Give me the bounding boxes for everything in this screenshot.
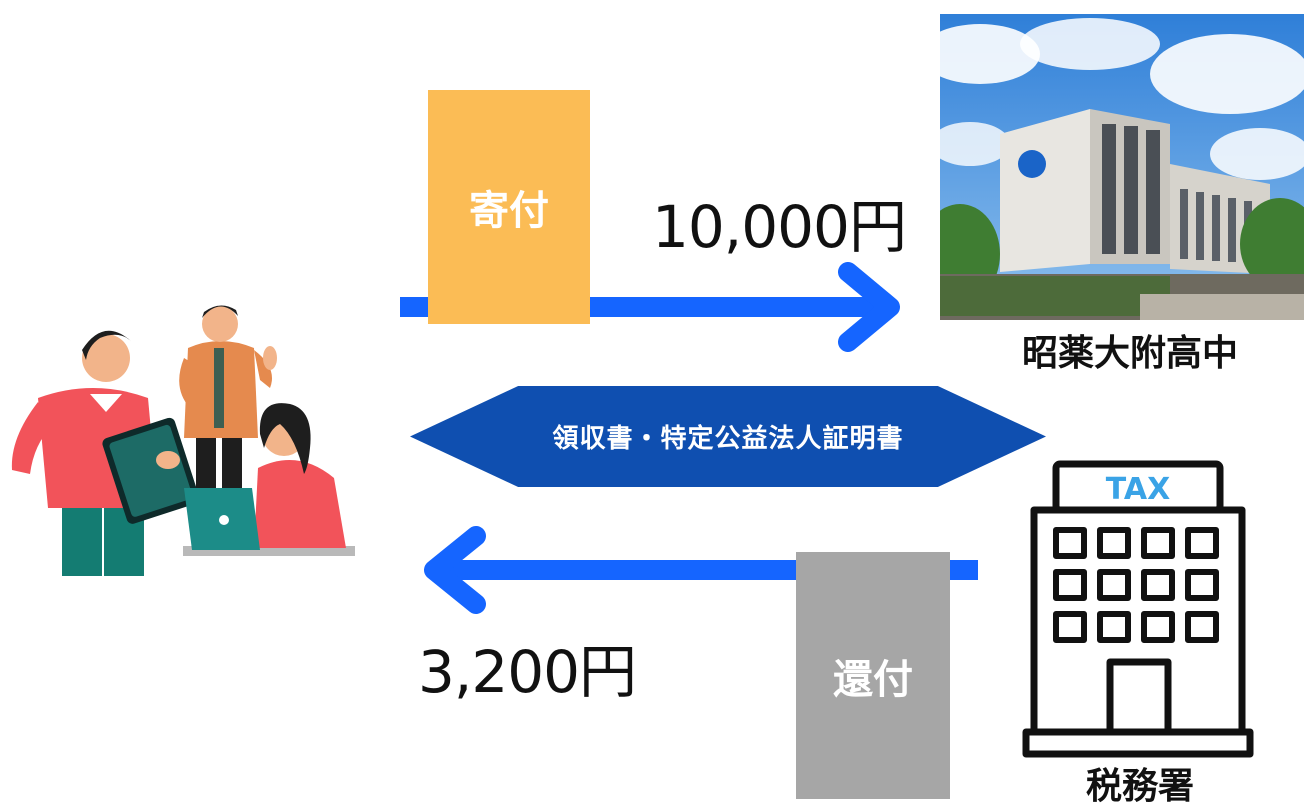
tax-office-building-icon: TAX (1022, 460, 1254, 758)
man-with-tablet-figure (11, 330, 200, 576)
people-illustration (11, 305, 355, 576)
tax-office-name: 税務署 (1085, 766, 1194, 807)
refund-label-box: 還付 (796, 552, 950, 799)
woman-with-laptop-figure (184, 403, 346, 550)
donation-label-box: 寄付 (428, 90, 590, 324)
document-banner: 領収書・特定公益法人証明書 (410, 386, 1046, 487)
refund-amount: 3,200円 (418, 638, 637, 706)
refund-label: 還付 (833, 656, 913, 703)
document-label: 領収書・特定公益法人証明書 (552, 424, 904, 454)
donation-amount: 10,000円 (652, 193, 907, 261)
school-name: 昭薬大附高中 (1021, 333, 1238, 374)
school-building-photo (940, 14, 1304, 320)
tax-sign-text: TAX (1106, 472, 1170, 507)
donation-label: 寄付 (469, 188, 549, 234)
